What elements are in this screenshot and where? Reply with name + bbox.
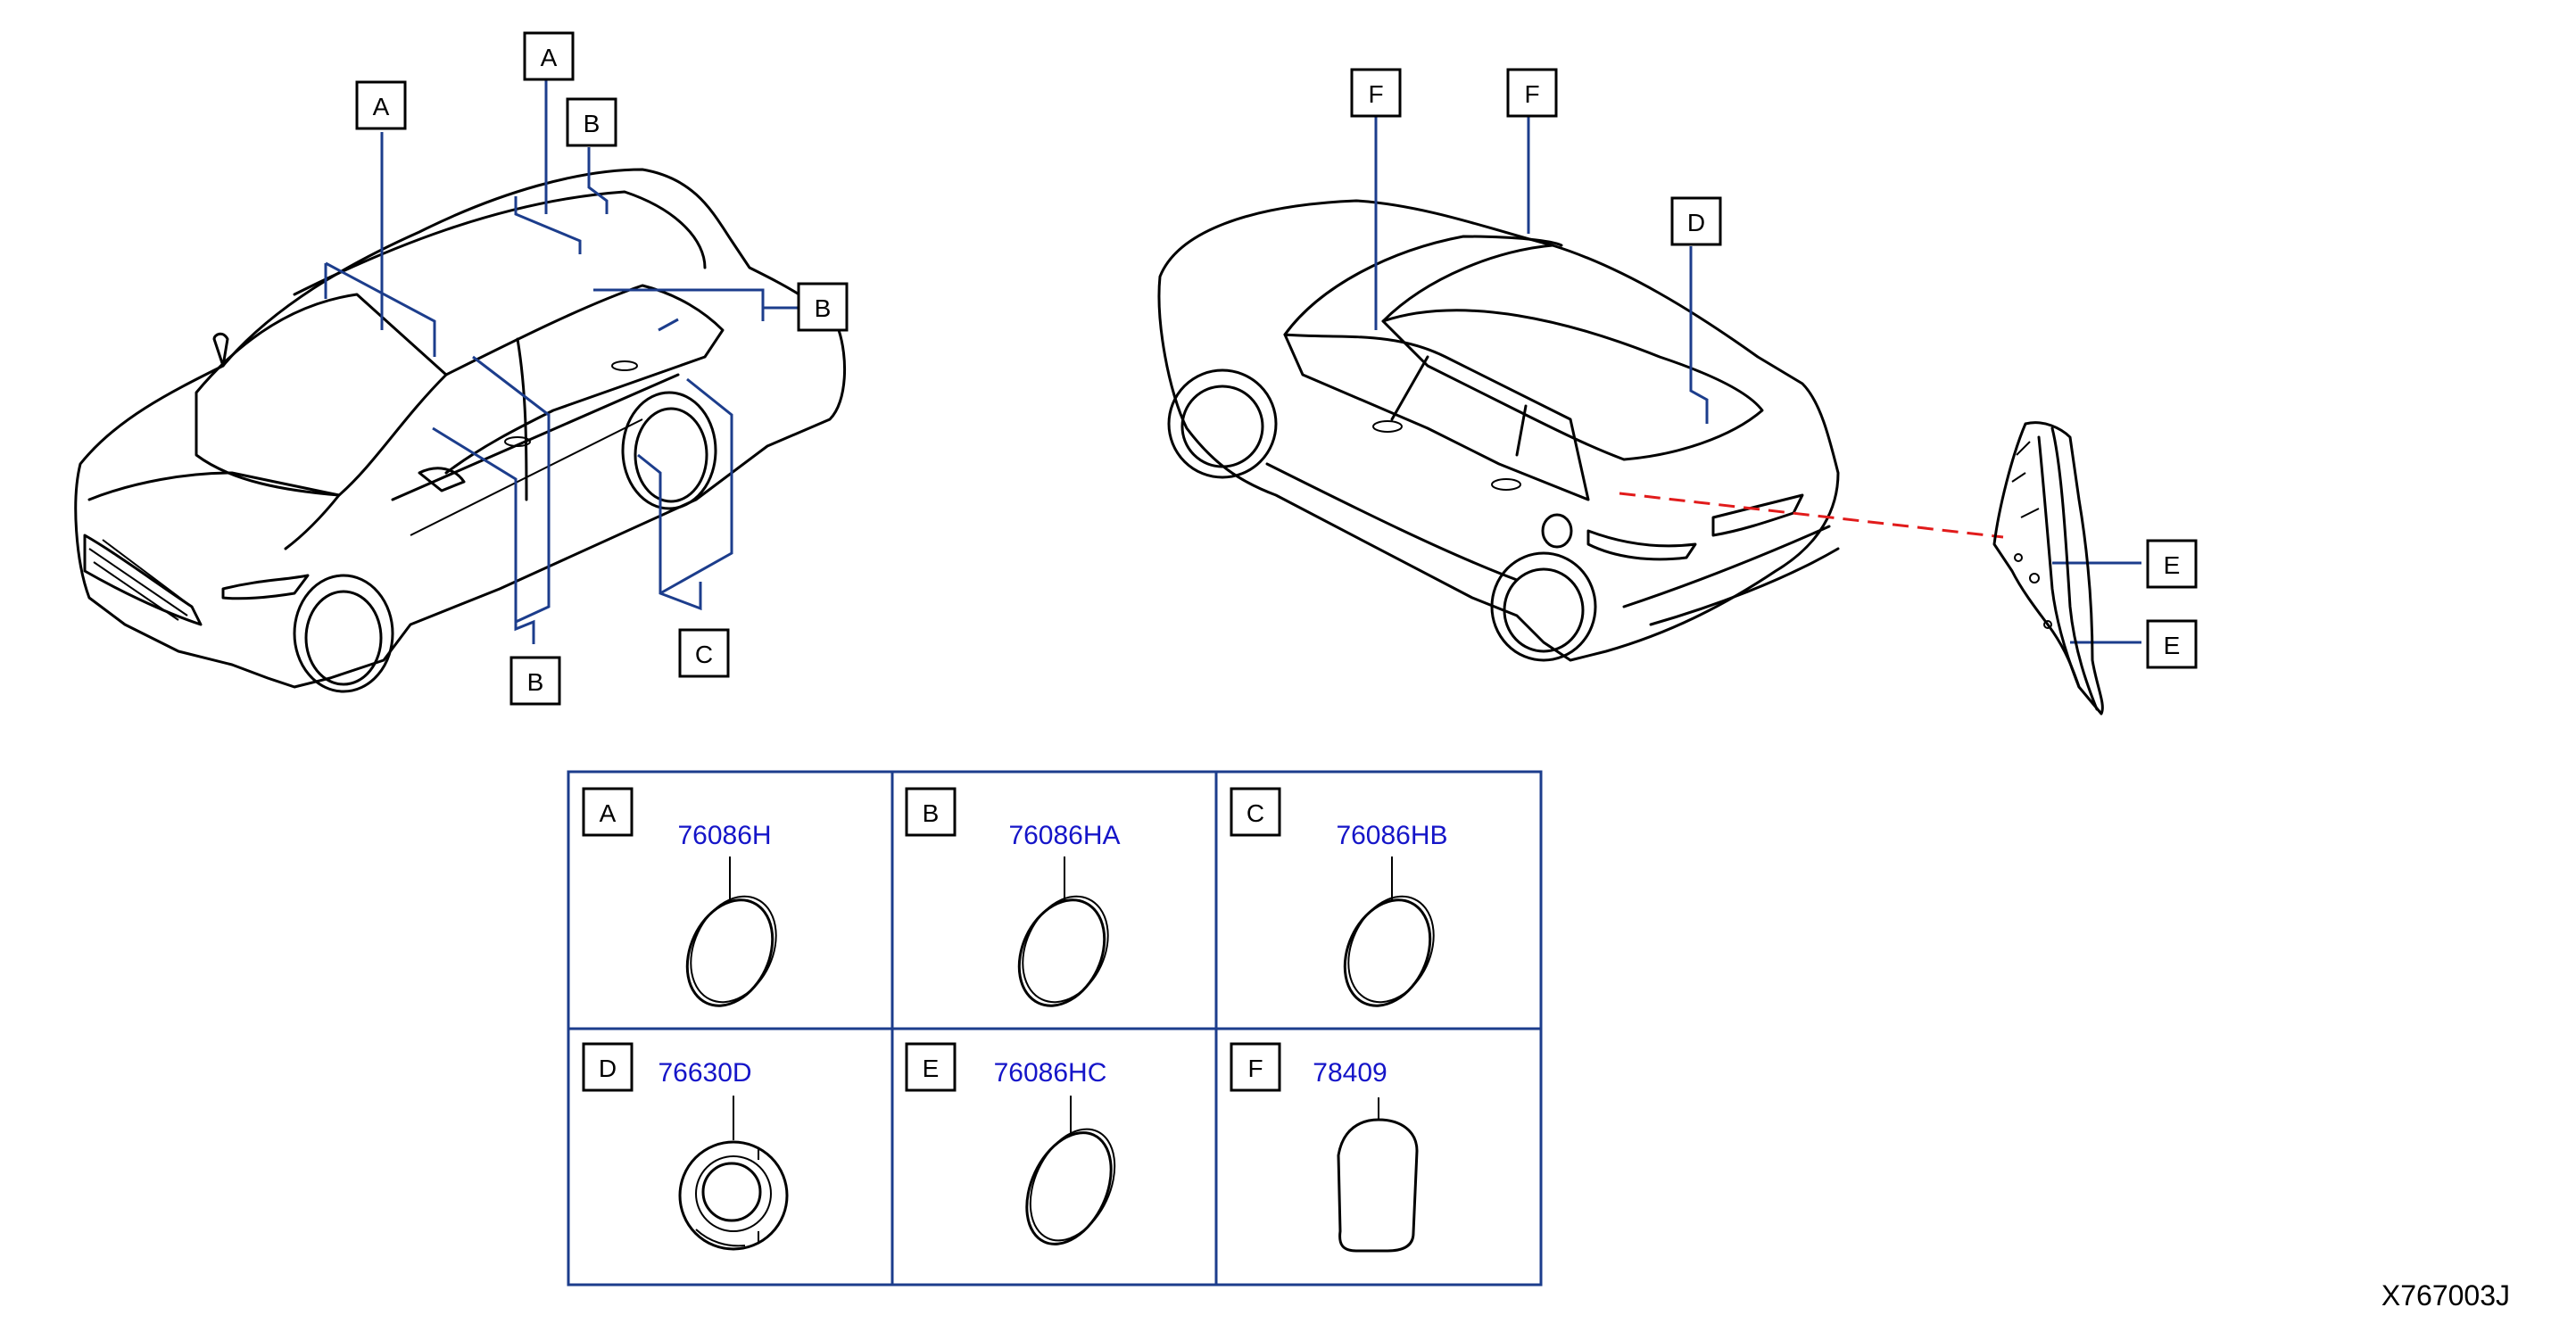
svg-text:D: D	[599, 1055, 617, 1082]
svg-text:A: A	[541, 44, 558, 71]
svg-text:B: B	[527, 668, 544, 696]
svg-text:E: E	[2164, 551, 2181, 579]
parts-table: A 76086H B 76086HA C 76086HB D	[567, 770, 1543, 1287]
parts-cell-d: D 76630D	[582, 1042, 789, 1251]
rear-callout-d: D	[1670, 196, 1722, 246]
front-callout-a-top: A	[523, 31, 575, 81]
part-number-e: 76086HC	[994, 1058, 1107, 1088]
reference-code: X767003J	[2381, 1279, 2510, 1312]
front-car-leaders	[324, 80, 799, 644]
svg-text:C: C	[695, 641, 713, 668]
front-callout-a-left: A	[355, 80, 407, 130]
front-car-illustration	[74, 168, 846, 693]
svg-text:F: F	[1247, 1055, 1263, 1082]
grommet-icon	[678, 1140, 789, 1251]
oval-plug-icon	[685, 898, 774, 1007]
svg-text:B: B	[584, 110, 601, 137]
parts-cell-f: F 78409	[1230, 1042, 1419, 1253]
svg-text:B: B	[815, 294, 832, 322]
front-callout-c: C	[678, 628, 730, 678]
rear-callout-e-top: E	[2146, 539, 2198, 589]
svg-text:E: E	[923, 1055, 940, 1082]
part-number-d: 76630D	[658, 1058, 751, 1088]
front-callout-b-top: B	[566, 97, 617, 147]
svg-text:F: F	[1524, 80, 1539, 108]
svg-text:A: A	[373, 93, 390, 120]
parts-cell-c: C 76086HB	[1230, 787, 1448, 1007]
part-number-c: 76086HB	[1336, 821, 1447, 850]
capsule-pad-icon	[1337, 1118, 1419, 1253]
rear-callout-e-bottom: E	[2146, 619, 2198, 669]
svg-text:D: D	[1687, 209, 1705, 236]
parts-cell-a: A 76086H	[582, 787, 777, 1007]
oval-plug-icon	[1025, 1131, 1113, 1245]
svg-text:A: A	[600, 799, 617, 827]
front-callout-b-bottom: B	[509, 656, 561, 706]
dashed-link-line	[1619, 492, 2004, 539]
front-callout-b-right: B	[797, 282, 849, 332]
parts-cell-b: B 76086HA	[905, 787, 1121, 1007]
rear-car-illustration	[1157, 199, 1840, 662]
part-number-a: 76086H	[677, 821, 771, 850]
svg-text:C: C	[1247, 799, 1264, 827]
svg-text:B: B	[923, 799, 940, 827]
oval-plug-icon	[1017, 898, 1106, 1007]
rear-callout-f-right: F	[1506, 68, 1558, 118]
rear-callout-f-left: F	[1350, 68, 1402, 118]
oval-plug-icon	[1343, 898, 1432, 1007]
parts-cell-e: E 76086HC	[905, 1042, 1116, 1245]
pillar-detail-illustration	[1992, 421, 2104, 716]
part-number-b: 76086HA	[1008, 821, 1120, 850]
part-number-f: 78409	[1313, 1058, 1387, 1088]
svg-text:F: F	[1368, 80, 1383, 108]
svg-text:E: E	[2164, 632, 2181, 659]
